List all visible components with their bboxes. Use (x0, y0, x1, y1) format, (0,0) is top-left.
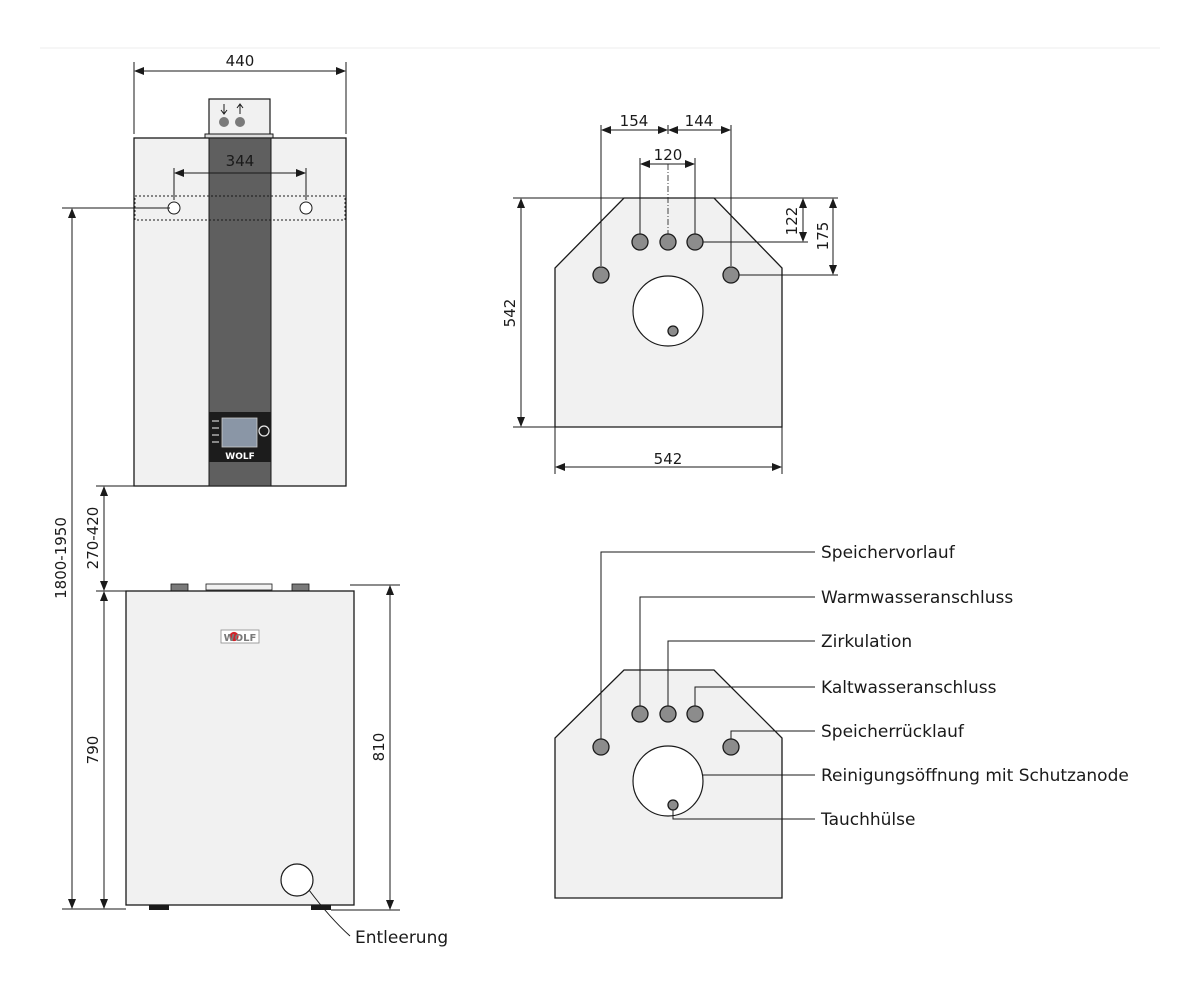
dim-depth-b: 175 (814, 222, 832, 251)
dim-total-height: 1800-1950 (52, 517, 70, 599)
label-zirkulation: Zirkulation (821, 632, 912, 652)
tank-top-view-labeled: Speichervorlauf Warmwasseranschluss Zirk… (554, 543, 1129, 899)
dim-tank-height-right: 810 (370, 733, 388, 762)
arrow-up-icon (236, 103, 244, 114)
port-kaltwasser (686, 705, 704, 723)
tank-top-fitting-left (170, 583, 189, 592)
dim-top-width: 542 (654, 450, 683, 468)
label-entleerung: Entleerung (355, 928, 448, 948)
dim-depth-a: 122 (783, 207, 801, 236)
tank-top-plate (205, 583, 273, 591)
panel-logo: WOLF (225, 452, 254, 462)
dim-hole-spacing: 344 (226, 152, 255, 170)
dim-top-center: 120 (654, 146, 683, 164)
port-speichervorlauf (592, 738, 610, 756)
dim-top-left: 154 (620, 112, 649, 130)
tank-foot-left (149, 905, 169, 910)
arrow-down-icon (220, 104, 228, 115)
display-screen (221, 417, 258, 448)
dim-top-right: 144 (685, 112, 714, 130)
dim-boiler-width: 440 (226, 52, 255, 70)
tank-top-fitting-right (291, 583, 310, 592)
label-tauchhuelse: Tauchhülse (820, 810, 915, 830)
boiler-front-view: WOLF 440 344 (133, 52, 347, 487)
flue-port-right (235, 117, 245, 127)
drain-leader (308, 889, 351, 937)
label-reinigung: Reinigungsöffnung mit Schutzanode (821, 766, 1129, 786)
cleaning-opening (632, 275, 704, 347)
drain-opening (280, 863, 314, 897)
port-speicherruecklauf (722, 738, 740, 756)
tank-front-view: WOLF Entleerung 810 (125, 583, 448, 948)
rotary-knob-icon (258, 425, 270, 437)
label-speicherruecklauf: Speicherrücklauf (821, 722, 965, 742)
dim-top-height: 542 (501, 299, 519, 328)
port-zirkulation (659, 705, 677, 723)
vertical-dimensions: 1800-1950 270-420 790 (52, 207, 170, 910)
tank-top-view-dimensioned: 154 144 120 122 175 542 542 (501, 112, 838, 474)
wolf-logo: WOLF (220, 629, 260, 644)
label-warmwasser: Warmwasseranschluss (821, 588, 1013, 608)
logo-text: WOLF (224, 633, 257, 644)
flue-port-left (219, 117, 229, 127)
label-speichervorlauf: Speichervorlauf (821, 543, 956, 563)
dim-tank-height-left: 790 (84, 736, 102, 765)
port-reinigung (632, 745, 704, 817)
mounting-hole-right (299, 201, 313, 215)
port-warmwasser (631, 705, 649, 723)
tank-foot-right (311, 905, 331, 910)
port-tauchhuelse (667, 799, 679, 811)
label-kaltwasser: Kaltwasseranschluss (821, 678, 997, 698)
dim-gap: 270-420 (84, 507, 102, 570)
